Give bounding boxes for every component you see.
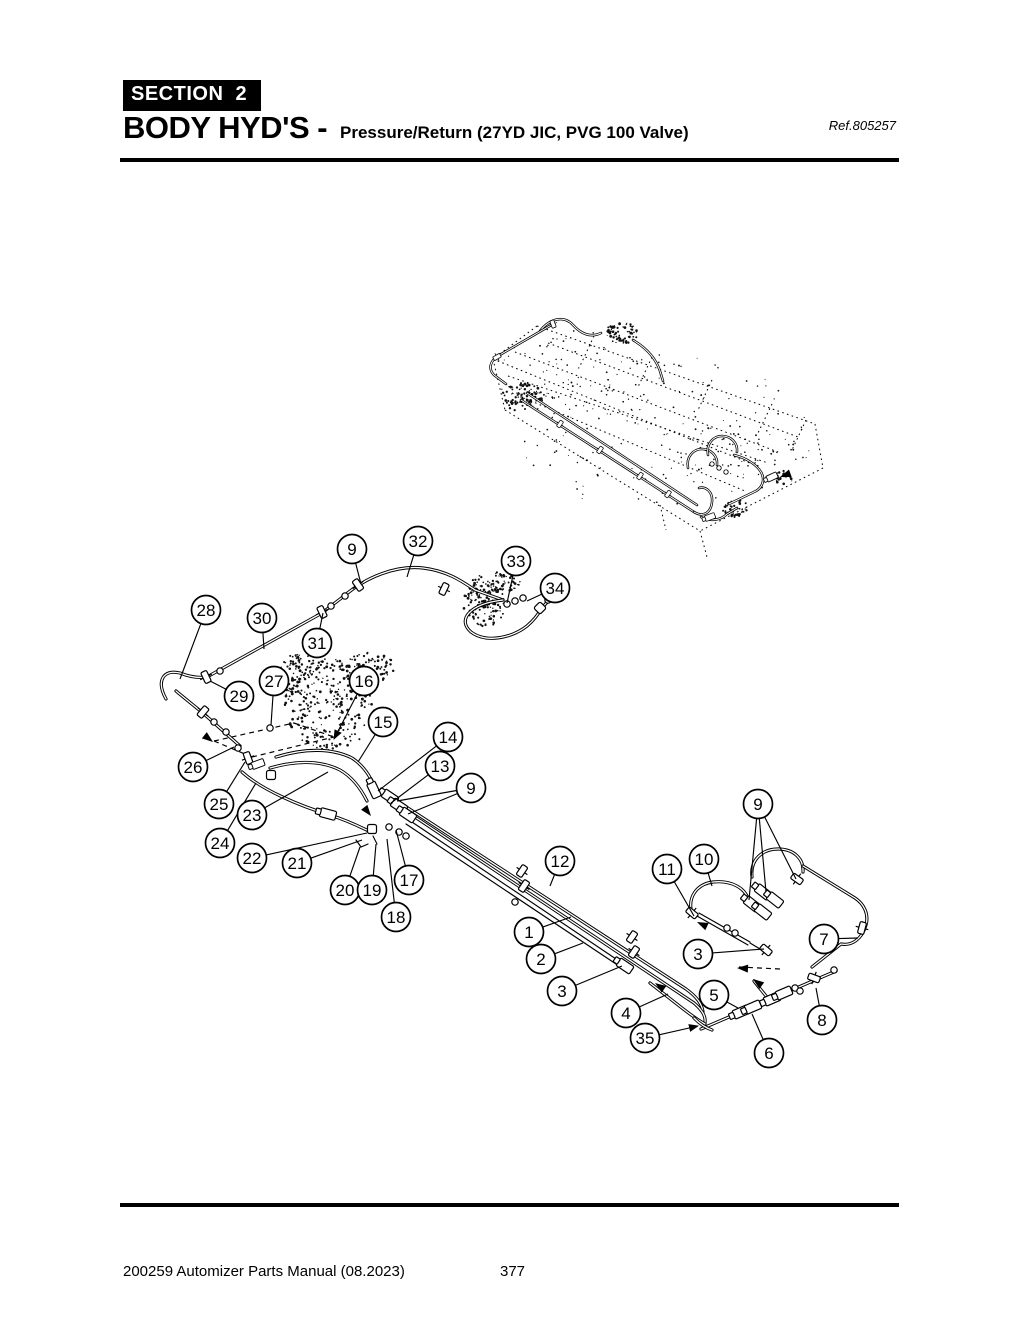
callout-26: 26 <box>177 751 209 783</box>
callout-17: 17 <box>393 864 425 896</box>
footer-page-number: 377 <box>500 1263 526 1280</box>
trailer-dotted-outline <box>492 325 824 558</box>
callout-19: 19 <box>356 874 388 906</box>
callout-32: 32 <box>402 525 434 557</box>
page-subtitle: Pressure/Return (27YD JIC, PVG 100 Valve… <box>340 123 689 142</box>
svg-text:1: 1 <box>524 923 533 942</box>
callout-12: 12 <box>544 845 576 877</box>
svg-text:21: 21 <box>288 854 307 873</box>
callout-5: 5 <box>698 979 730 1011</box>
callout-31: 31 <box>301 627 333 659</box>
callout-27: 27 <box>258 665 290 697</box>
svg-text:4: 4 <box>621 1004 630 1023</box>
svg-text:8: 8 <box>817 1011 826 1030</box>
svg-text:34: 34 <box>546 579 565 598</box>
callout-14: 14 <box>432 721 464 753</box>
svg-text:24: 24 <box>211 834 230 853</box>
svg-text:20: 20 <box>336 881 355 900</box>
callout-1: 1 <box>513 916 545 948</box>
callout-9: 9 <box>336 533 368 565</box>
callout-11: 11 <box>651 853 683 885</box>
svg-text:16: 16 <box>355 672 374 691</box>
svg-text:18: 18 <box>387 908 406 927</box>
svg-text:28: 28 <box>197 601 216 620</box>
section-label: SECTION 2 <box>123 80 262 111</box>
footer-rule <box>120 1203 899 1207</box>
svg-text:7: 7 <box>819 930 828 949</box>
svg-text:22: 22 <box>243 849 262 868</box>
callout-23: 23 <box>236 799 268 831</box>
callout-25: 25 <box>203 788 235 820</box>
svg-text:27: 27 <box>265 672 284 691</box>
svg-text:3: 3 <box>557 982 566 1001</box>
callout-8: 8 <box>806 1004 838 1036</box>
callout-9: 9 <box>455 772 487 804</box>
svg-text:17: 17 <box>400 871 419 890</box>
callout-3: 3 <box>546 975 578 1007</box>
hydraulic-assembly <box>159 565 871 1032</box>
callout-7: 7 <box>808 923 840 955</box>
svg-text:30: 30 <box>253 609 272 628</box>
callout-9: 9 <box>742 788 774 820</box>
callout-6: 6 <box>753 1037 785 1069</box>
svg-text:11: 11 <box>658 860 676 879</box>
callout-30: 30 <box>246 602 278 634</box>
header-rule <box>120 158 899 162</box>
svg-text:2: 2 <box>536 950 545 969</box>
callout-2: 2 <box>525 943 557 975</box>
mounting-plate-dashed <box>213 722 781 970</box>
svg-text:29: 29 <box>230 687 249 706</box>
svg-text:3: 3 <box>693 945 702 964</box>
svg-text:9: 9 <box>753 795 762 814</box>
callout-28: 28 <box>190 594 222 626</box>
svg-text:5: 5 <box>709 986 718 1005</box>
callout-16: 16 <box>348 665 380 697</box>
svg-text:15: 15 <box>374 713 393 732</box>
svg-text:13: 13 <box>431 757 450 776</box>
svg-text:6: 6 <box>764 1044 773 1063</box>
callout-21: 21 <box>281 847 313 879</box>
callout-34: 34 <box>539 572 571 604</box>
svg-text:33: 33 <box>507 552 526 571</box>
callout-13: 13 <box>424 750 456 782</box>
callout-4: 4 <box>610 997 642 1029</box>
callout-3: 3 <box>682 938 714 970</box>
callout-24: 24 <box>204 827 236 859</box>
svg-text:12: 12 <box>551 852 570 871</box>
svg-text:10: 10 <box>695 850 714 869</box>
svg-text:25: 25 <box>210 795 229 814</box>
trailer-hoses <box>489 318 765 522</box>
callout-22: 22 <box>236 842 268 874</box>
svg-text:9: 9 <box>466 779 475 798</box>
svg-text:14: 14 <box>439 728 458 747</box>
svg-text:31: 31 <box>308 634 327 653</box>
footer-manual-title: 200259 Automizer Parts Manual (08.2023) <box>123 1263 405 1280</box>
svg-text:23: 23 <box>243 806 262 825</box>
callout-10: 10 <box>688 843 720 875</box>
leader-lines <box>179 554 859 1040</box>
callout-35: 35 <box>629 1022 661 1054</box>
svg-text:26: 26 <box>184 758 203 777</box>
callout-15: 15 <box>367 706 399 738</box>
callout-18: 18 <box>380 901 412 933</box>
page-title: BODY HYD'S - <box>123 110 336 145</box>
trailer-overview <box>489 318 824 558</box>
svg-text:19: 19 <box>363 881 382 900</box>
svg-text:9: 9 <box>347 540 356 559</box>
ref-number: Ref.805257 <box>828 118 896 133</box>
callout-20: 20 <box>329 874 361 906</box>
svg-text:35: 35 <box>636 1029 655 1048</box>
svg-text:32: 32 <box>409 532 428 551</box>
callout-33: 33 <box>500 545 532 577</box>
callout-29: 29 <box>223 680 255 712</box>
